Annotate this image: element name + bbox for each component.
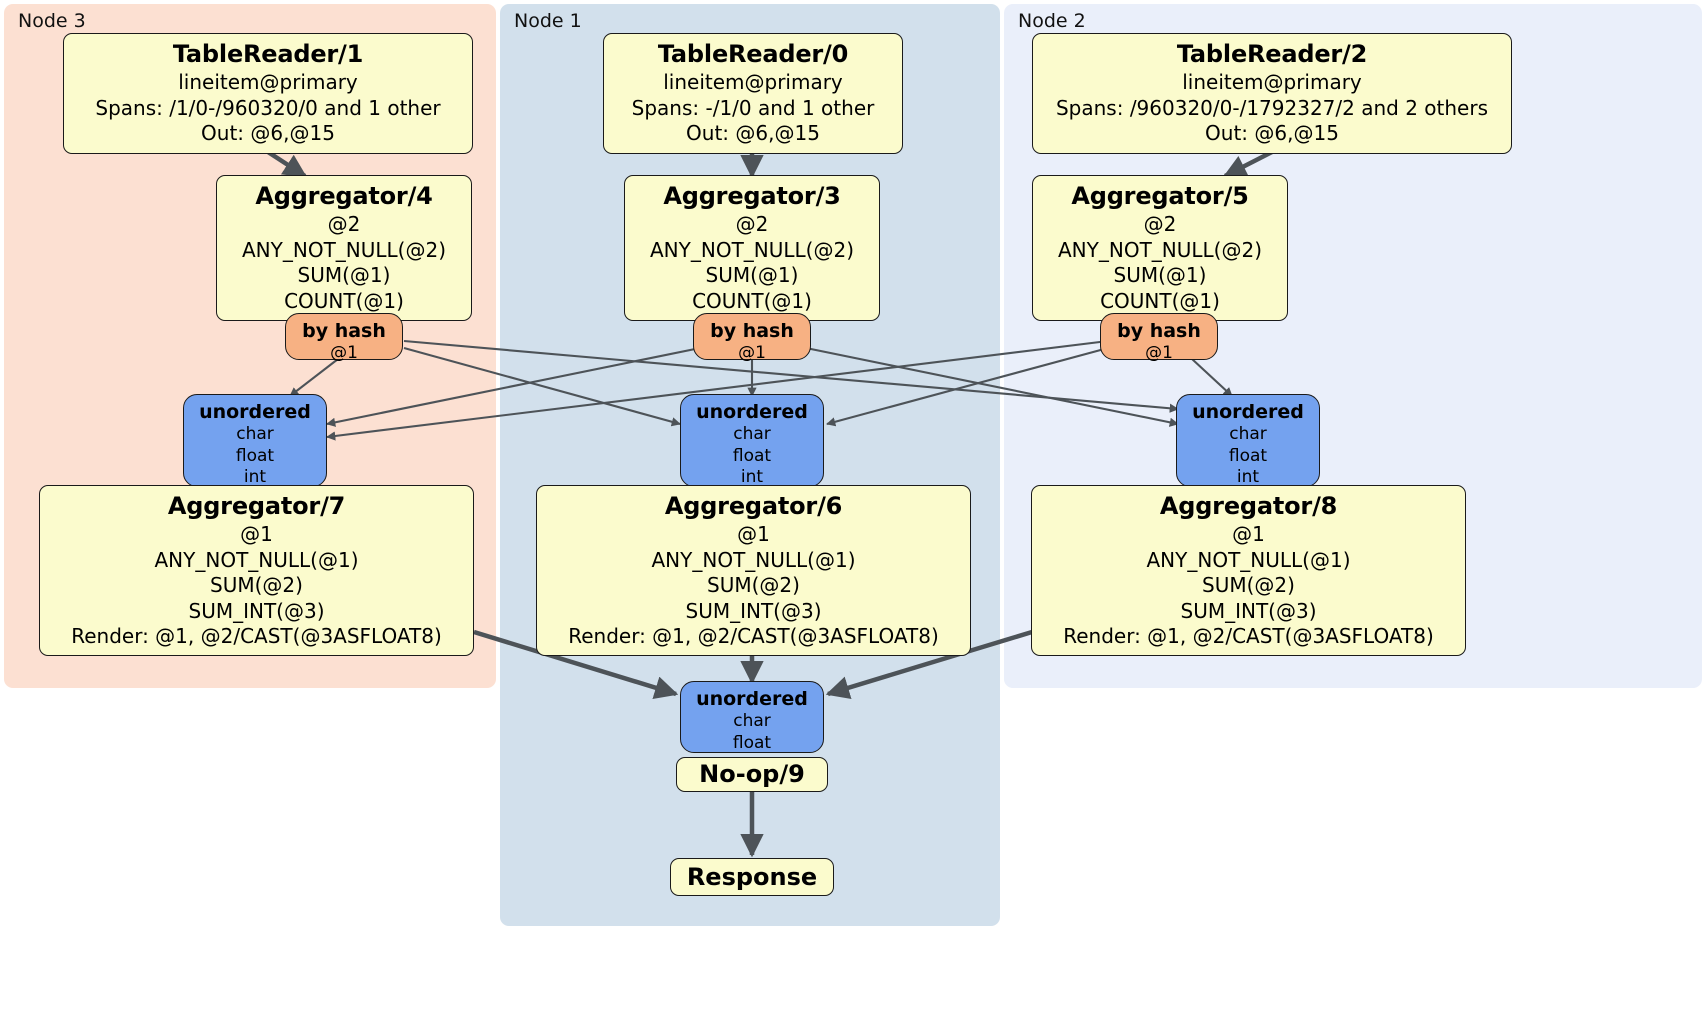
processor-detail: ANY_NOT_NULL(@1) [154, 547, 359, 572]
processor-detail: ANY_NOT_NULL(@1) [651, 547, 856, 572]
router-unordered-right[interactable]: unordered char float int [1176, 394, 1320, 487]
router-unordered-final[interactable]: unordered char float [680, 681, 824, 753]
processor-aggregator-4[interactable]: Aggregator/4 @2 ANY_NOT_NULL(@2) SUM(@1)… [216, 175, 472, 322]
router-detail: char [733, 711, 771, 732]
processor-detail: Out: @6,@15 [201, 121, 335, 146]
processor-title: TableReader/2 [1176, 40, 1368, 68]
processor-detail: @1 [240, 522, 273, 547]
router-title: by hash [710, 320, 794, 342]
processor-detail: Spans: -/1/0 and 1 other [631, 95, 875, 120]
router-detail: int [243, 467, 267, 488]
router-detail: int [740, 467, 764, 488]
processor-aggregator-3[interactable]: Aggregator/3 @2 ANY_NOT_NULL(@2) SUM(@1)… [624, 175, 880, 322]
processor-detail: Spans: /960320/0-/1792327/2 and 2 others [1055, 95, 1488, 120]
processor-detail: COUNT(@1) [284, 288, 404, 313]
processor-title: Aggregator/8 [1159, 492, 1338, 520]
processor-title: Aggregator/7 [167, 492, 346, 520]
processor-detail: @2 [735, 212, 769, 237]
processor-tablereader-0[interactable]: TableReader/0 lineitem@primary Spans: -/… [603, 33, 903, 154]
processor-detail: SUM(@1) [705, 263, 799, 288]
router-detail: @1 [738, 343, 766, 364]
processor-title: Aggregator/6 [664, 492, 843, 520]
processor-detail: SUM(@2) [1202, 573, 1295, 598]
processor-detail: Out: @6,@15 [1205, 121, 1339, 146]
processor-aggregator-8[interactable]: Aggregator/8 @1 ANY_NOT_NULL(@1) SUM(@2)… [1031, 485, 1466, 657]
router-title: unordered [696, 688, 808, 710]
processor-title: No-op/9 [699, 760, 805, 789]
processor-detail: ANY_NOT_NULL(@2) [242, 237, 446, 262]
router-unordered-left[interactable]: unordered char float int [183, 394, 327, 487]
processor-aggregator-5[interactable]: Aggregator/5 @2 ANY_NOT_NULL(@2) SUM(@1)… [1032, 175, 1288, 322]
processor-detail: lineitem@primary [178, 70, 358, 95]
processor-title: Response [686, 862, 818, 891]
processor-tablereader-2[interactable]: TableReader/2 lineitem@primary Spans: /9… [1032, 33, 1512, 154]
router-detail: int [1236, 467, 1260, 488]
processor-detail: SUM_INT(@3) [1180, 598, 1317, 623]
router-detail: char [236, 424, 274, 445]
router-title: by hash [1117, 320, 1201, 342]
processor-detail: lineitem@primary [1182, 70, 1362, 95]
processor-title: Aggregator/4 [255, 182, 433, 210]
processor-detail: @1 [737, 522, 770, 547]
processor-detail: Render: @1, @2/CAST(@3ASFLOAT8) [1063, 624, 1434, 649]
processor-detail: SUM(@2) [707, 573, 800, 598]
processor-detail: COUNT(@1) [692, 288, 812, 313]
processor-detail: Render: @1, @2/CAST(@3ASFLOAT8) [568, 624, 939, 649]
router-detail: char [1229, 424, 1267, 445]
processor-title: Aggregator/3 [663, 182, 841, 210]
processor-detail: SUM(@1) [297, 263, 391, 288]
processor-detail: SUM_INT(@3) [188, 598, 325, 623]
node-panel-label-node2: Node 2 [1018, 10, 1086, 32]
processor-detail: SUM(@1) [1113, 263, 1207, 288]
processor-aggregator-7[interactable]: Aggregator/7 @1 ANY_NOT_NULL(@1) SUM(@2)… [39, 485, 474, 657]
router-detail: @1 [330, 343, 358, 364]
router-by-hash-middle[interactable]: by hash @1 [693, 313, 811, 363]
processor-detail: @2 [327, 212, 361, 237]
processor-tablereader-1[interactable]: TableReader/1 lineitem@primary Spans: /1… [63, 33, 473, 154]
router-by-hash-right[interactable]: by hash @1 [1100, 313, 1218, 363]
processor-title: Aggregator/5 [1071, 182, 1249, 210]
router-by-hash-left[interactable]: by hash @1 [285, 313, 403, 363]
router-title: by hash [302, 320, 386, 342]
processor-detail: @1 [1232, 522, 1265, 547]
processor-title: TableReader/0 [657, 40, 849, 68]
node-panel-label-node1: Node 1 [514, 10, 582, 32]
processor-detail: Render: @1, @2/CAST(@3ASFLOAT8) [71, 624, 442, 649]
router-detail: float [235, 445, 275, 466]
processor-detail: SUM_INT(@3) [685, 598, 822, 623]
processor-noop-9[interactable]: No-op/9 [676, 757, 828, 792]
router-detail: float [732, 445, 772, 466]
router-detail: @1 [1145, 343, 1173, 364]
processor-detail: @2 [1143, 212, 1177, 237]
processor-detail: ANY_NOT_NULL(@2) [1058, 237, 1262, 262]
processor-aggregator-6[interactable]: Aggregator/6 @1 ANY_NOT_NULL(@1) SUM(@2)… [536, 485, 971, 657]
processor-detail: Out: @6,@15 [686, 121, 820, 146]
processor-detail: Spans: /1/0-/960320/0 and 1 other [95, 95, 441, 120]
router-title: unordered [199, 401, 311, 423]
processor-detail: ANY_NOT_NULL(@1) [1146, 547, 1351, 572]
router-detail: float [1228, 445, 1268, 466]
router-title: unordered [1192, 401, 1304, 423]
processor-title: TableReader/1 [172, 40, 364, 68]
processor-detail: ANY_NOT_NULL(@2) [650, 237, 854, 262]
processor-detail: SUM(@2) [210, 573, 303, 598]
processor-detail: COUNT(@1) [1100, 288, 1220, 313]
processor-response[interactable]: Response [670, 858, 834, 896]
node-panel-label-node3: Node 3 [18, 10, 86, 32]
router-title: unordered [696, 401, 808, 423]
processor-detail: lineitem@primary [663, 70, 843, 95]
router-unordered-middle[interactable]: unordered char float int [680, 394, 824, 487]
router-detail: char [733, 424, 771, 445]
router-detail: float [732, 732, 772, 753]
